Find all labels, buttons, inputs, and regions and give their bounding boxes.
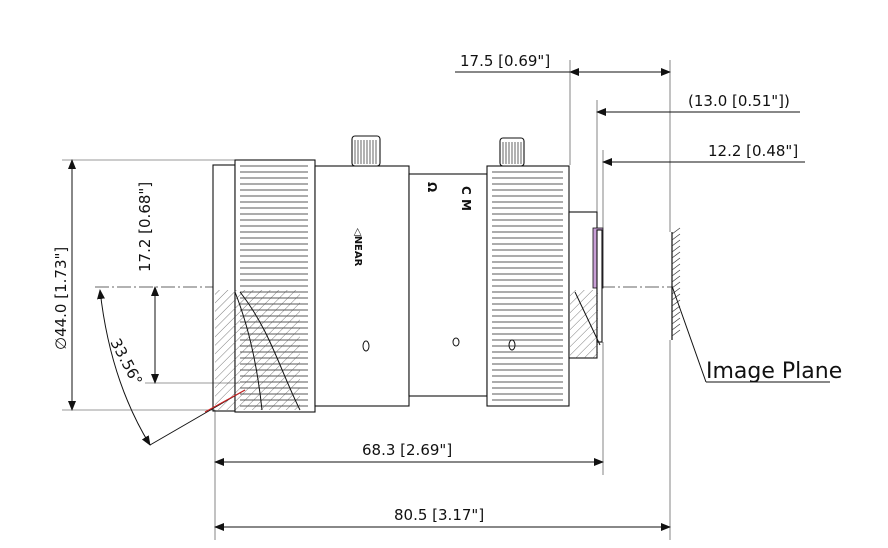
dim-mid-top-label: (13.0 [0.51"]) [688, 92, 790, 110]
near-marking: ◁NEAR [352, 228, 363, 267]
dim-diameter: ∅44.0 [1.73"] [52, 159, 235, 411]
dim-mid-top: (13.0 [0.51"]) [596, 92, 800, 212]
dim-overall-length: 80.5 [3.17"] [214, 340, 671, 540]
dim-overall-length-label: 80.5 [3.17"] [394, 506, 484, 524]
image-plane: Image Plane [671, 227, 842, 384]
dim-lens-length-label: 68.3 [2.69"] [362, 441, 452, 459]
focus-lock-screw [354, 140, 377, 164]
dim-flange-top-label: 17.5 [0.69"] [460, 52, 550, 70]
section-hatch [215, 290, 601, 411]
dim-half-height: 17.2 [0.68"] [136, 182, 240, 384]
image-plane-label: Image Plane [706, 359, 842, 384]
dim-back-focal: 12.2 [0.48"] [602, 142, 805, 228]
mount-marking: C M [459, 186, 473, 211]
dim-flange-top: 17.5 [0.69"] [455, 52, 671, 232]
dim-angle-label: 33.56° [106, 335, 146, 388]
dim-half-height-label: 17.2 [0.68"] [136, 182, 154, 272]
glyph-marking: Ω [425, 182, 439, 192]
dim-diameter-label: ∅44.0 [1.73"] [52, 247, 70, 350]
dim-lens-length: 68.3 [2.69"] [214, 342, 604, 540]
dim-back-focal-label: 12.2 [0.48"] [708, 142, 798, 160]
rear-knurl-ring [492, 171, 563, 401]
iris-lock-screw [502, 142, 522, 164]
